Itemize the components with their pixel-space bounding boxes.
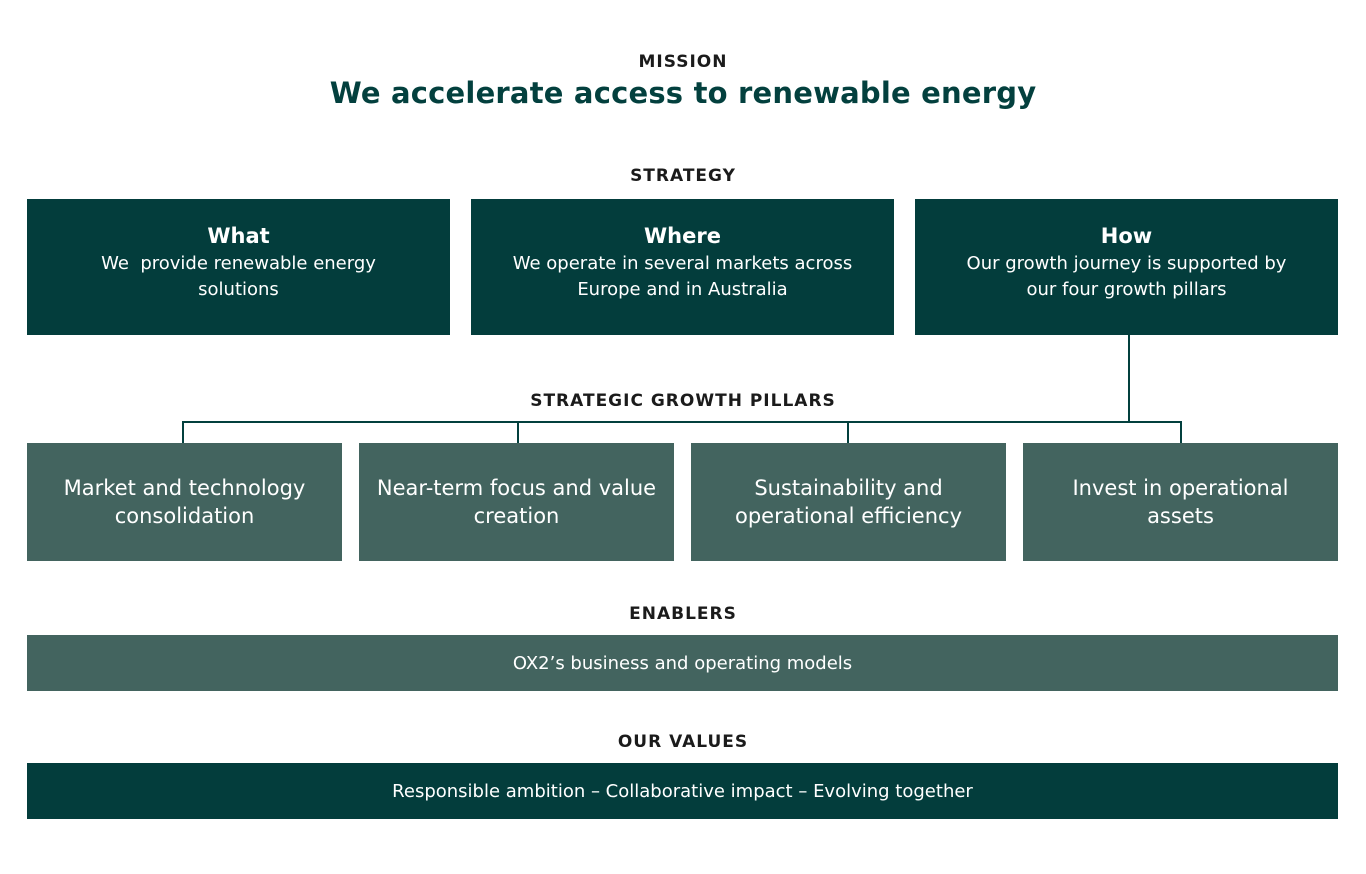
pillar-1-text: Market and technology consolidation bbox=[63, 476, 306, 528]
pillar-3-text: Sustainability and operational efficienc… bbox=[734, 476, 962, 528]
values-bar: Responsible ambition – Collaborative imp… bbox=[27, 763, 1338, 819]
pillar-connector-2 bbox=[517, 421, 519, 443]
strategy-where-box: Where We operate in several markets acro… bbox=[471, 199, 894, 335]
strategy-how-box: How Our growth journey is supported by o… bbox=[915, 199, 1338, 335]
strategy-what-description: We provide renewable energy solutions bbox=[101, 253, 382, 300]
pillar-connector-3 bbox=[847, 421, 849, 443]
pillar-sustainability: Sustainability and operational efficienc… bbox=[691, 443, 1006, 561]
enablers-text: OX2’s business and operating models bbox=[512, 652, 853, 674]
strategy-what-title: What bbox=[207, 224, 270, 248]
values-text: Responsible ambition – Collaborative imp… bbox=[392, 780, 973, 802]
how-connector-line bbox=[1128, 335, 1130, 423]
pillar-4-text: Invest in operational assets bbox=[1072, 476, 1289, 528]
pillar-near-term-focus: Near-term focus and value creation bbox=[359, 443, 674, 561]
pillars-label-wrap: STRATEGIC GROWTH PILLARS bbox=[0, 391, 1366, 411]
pillar-connector-1 bbox=[182, 421, 184, 443]
pillar-market-technology: Market and technology consolidation bbox=[27, 443, 342, 561]
strategy-where-title: Where bbox=[644, 224, 721, 248]
pillars-horizontal-line bbox=[182, 421, 1182, 423]
enablers-bar: OX2’s business and operating models bbox=[27, 635, 1338, 691]
strategy-where-description: We operate in several markets across Eur… bbox=[512, 253, 853, 300]
strategy-label: STRATEGY bbox=[630, 166, 736, 186]
mission-label: MISSION bbox=[638, 52, 728, 72]
strategy-how-title: How bbox=[1100, 224, 1153, 248]
strategy-what-box: What We provide renewable energy solutio… bbox=[27, 199, 450, 335]
pillar-connector-4 bbox=[1180, 421, 1182, 443]
values-label: OUR VALUES bbox=[617, 732, 749, 752]
strategy-how-description: Our growth journey is supported by our f… bbox=[966, 253, 1287, 300]
pillars-label: STRATEGIC GROWTH PILLARS bbox=[522, 391, 844, 411]
mission-statement: We accelerate access to renewable energy bbox=[329, 76, 1037, 110]
pillar-operational-assets: Invest in operational assets bbox=[1023, 443, 1338, 561]
enablers-label: ENABLERS bbox=[629, 604, 737, 624]
pillar-2-text: Near-term focus and value creation bbox=[376, 476, 657, 528]
